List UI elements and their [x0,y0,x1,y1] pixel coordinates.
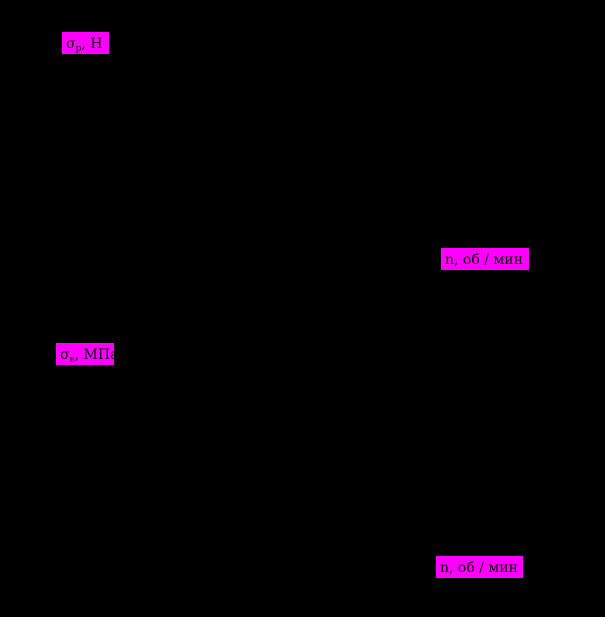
y-axis-subscript: р [75,44,82,54]
y-axis-subscript: в [69,355,75,365]
x-axis-label-bottom: n, об / мин [436,556,523,578]
y-axis-label-top: σр, Н [62,32,109,54]
y-axis-unit: , Н [81,36,103,52]
y-axis-symbol: σ [60,347,70,363]
x-axis-label-top: n, об / мин [441,248,529,270]
chart-panel-top: σр, Н n, об / мин [0,0,605,300]
y-axis-symbol: σ [66,36,76,52]
y-axis-unit: , МПа [74,347,119,363]
y-axis-label-bottom: σв, МПа [56,343,118,365]
